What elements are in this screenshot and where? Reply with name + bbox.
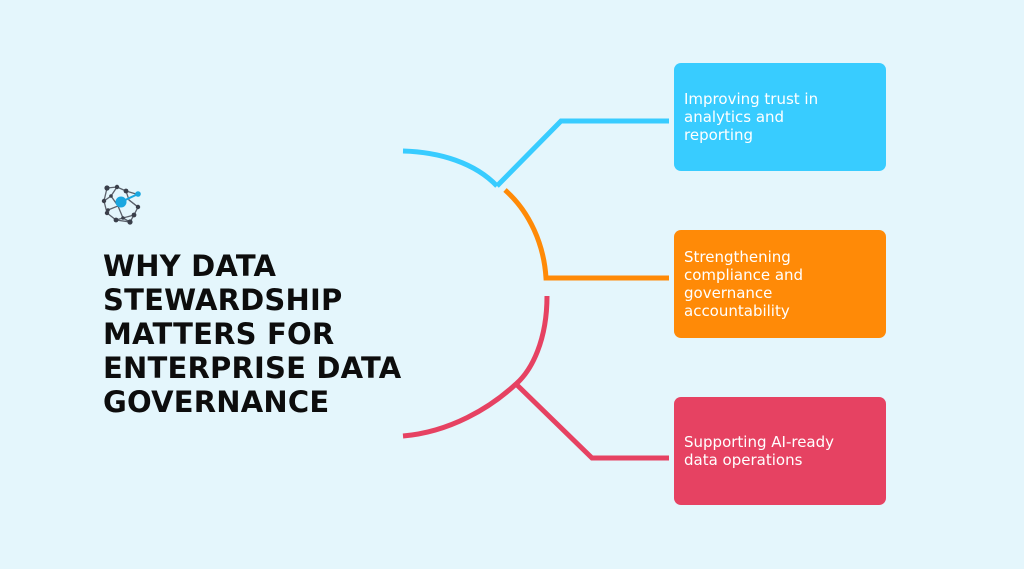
connector-branch-blue (495, 118, 669, 188)
card-text-line: analytics and (684, 108, 785, 126)
card-text-line: Strengthening (684, 248, 791, 266)
title-line: GOVERNANCE (103, 385, 330, 419)
card-text-line: Supporting AI-ready (684, 433, 835, 451)
connector-arc-red (402, 295, 550, 439)
card-text-line: compliance and (684, 266, 804, 284)
connector-arc-blue (402, 148, 499, 188)
title-line: ENTERPRISE DATA (103, 351, 402, 385)
diagram-title: WHY DATA STEWARDSHIP MATTERS FOR ENTERPR… (103, 249, 463, 419)
card-text-line: Improving trust in (684, 90, 819, 108)
card-ai-ready-operations: Supporting AI-ready data operations (674, 397, 886, 505)
card-text-line: data operations (684, 451, 803, 469)
card-text-line: reporting (684, 126, 754, 144)
card-trust-analytics: Improving trust in analytics and reporti… (674, 63, 886, 171)
card-text-line: governance (684, 284, 773, 302)
connector-branch-red (514, 382, 669, 461)
title-line: MATTERS FOR (103, 317, 335, 351)
connector-arc-orange (503, 188, 669, 281)
network-nodes-logo-icon (101, 184, 141, 225)
card-compliance-accountability: Strengthening compliance and governance … (674, 230, 886, 338)
card-text-line: accountability (684, 302, 790, 320)
title-line: STEWARDSHIP (103, 283, 343, 317)
title-line: WHY DATA (103, 249, 277, 283)
